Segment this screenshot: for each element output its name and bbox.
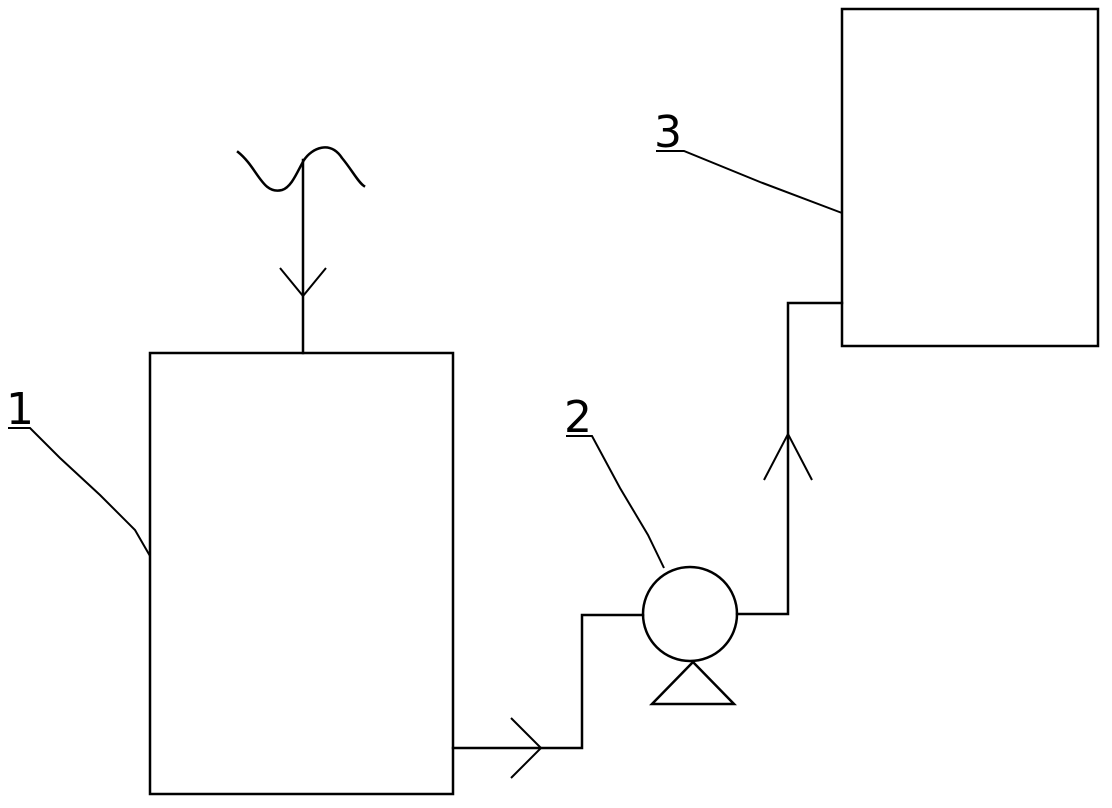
pump-discharge-pipe	[735, 301, 844, 616]
tank-outlet-pipe	[451, 613, 645, 750]
discharge-arrow-up	[763, 431, 813, 481]
leader-line-2	[566, 435, 665, 569]
outlet-arrow-right	[510, 717, 543, 779]
label-3: 3	[654, 107, 682, 158]
leader-line-3	[656, 150, 843, 214]
label-2: 2	[564, 392, 592, 443]
tank-1	[148, 351, 455, 796]
vessel-3	[840, 7, 1100, 348]
inlet-wave-symbol	[236, 146, 366, 192]
label-1: 1	[6, 384, 34, 435]
inlet-arrow-down	[279, 267, 327, 298]
leader-line-1	[8, 427, 151, 557]
pump-base	[649, 660, 737, 706]
pump-2	[641, 565, 739, 663]
